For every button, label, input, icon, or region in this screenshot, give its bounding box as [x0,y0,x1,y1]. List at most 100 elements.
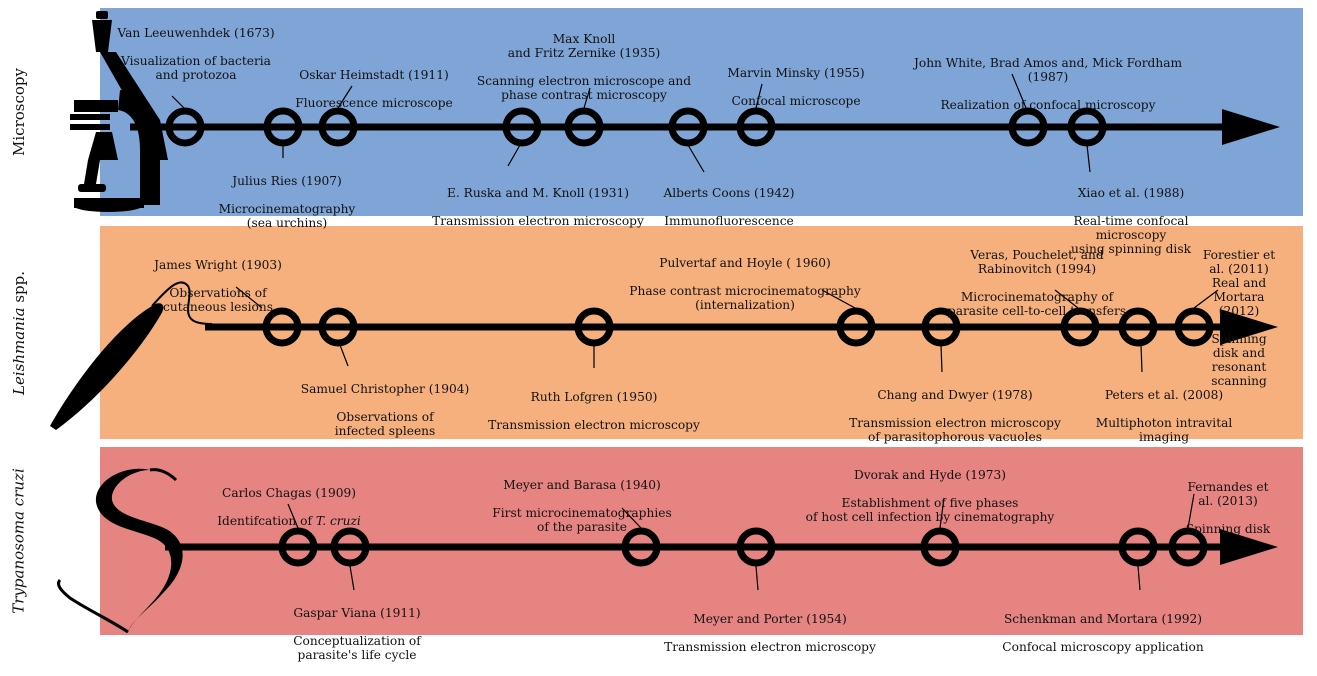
event-desc: Spinning disk and resonant scanning [1211,332,1267,388]
leishmania-connectors [235,286,1219,373]
event-label: Peters et al. (2008) Multiphoton intravi… [1096,374,1233,458]
event-marker [920,527,960,567]
event-marker [1067,107,1107,147]
event-marker [668,107,708,147]
event-title: Dvorak and Hyde (1973) [853,468,1007,482]
event-desc: Confocal microscopy application [1002,640,1204,654]
event-desc: Realization of confocal microscopy [940,98,1156,112]
event-label: Alberts Coons (1942) Immunofluorescence [663,172,794,242]
leishmania-arrowhead [1220,309,1278,345]
event-label: Pulvertaf and Hoyle ( 1960) Phase contra… [629,242,860,326]
event-desc: Multiphoton intravital imaging [1095,416,1233,444]
event-marker [330,527,370,567]
event-title: Max Knoll and Fritz Zernike (1935) [507,32,661,60]
event-desc: Establishment of five phases of host cel… [805,496,1055,524]
trypanosoma-icon [56,468,183,634]
trypanosoma-timeline [165,529,1278,565]
event-title: Meyer and Porter (1954) [693,612,847,626]
event-title: Marvin Minsky (1955) [727,66,865,80]
event-desc: Microcinematography of parasite cell-to-… [947,290,1127,318]
event-label: Ruth Lofgren (1950) Transmission electro… [488,376,700,446]
event-desc: Transmission electron microscopy [664,640,876,654]
event-marker [502,107,542,147]
leishmania-timeline [205,309,1278,345]
event-title: Carlos Chagas (1909) [222,486,356,500]
event-title: Fernandes et al. (2013) [1187,480,1269,508]
event-label: Carlos Chagas (1909) Identifcation of T.… [217,472,361,542]
event-label: Veras, Pouchelet, and Rabinovitch (1994)… [948,234,1126,332]
leishmania-markers [262,307,1214,347]
event-desc: Transmission electron microscopy [432,214,644,228]
microscopy-arrowhead [1222,109,1280,145]
event-desc: First microcinematographies of the paras… [492,506,672,534]
event-marker [1008,107,1048,147]
event-marker [1060,307,1100,347]
event-desc: Visualization of bacteria and protozoa [121,54,271,82]
event-title: John White, Brad Amos and, Mick Fordham … [913,56,1183,84]
event-desc: Conceptualization of parasite's life cyc… [293,634,421,662]
event-title: Samuel Christopher (1904) [300,382,470,396]
event-desc: Phase contrast microcinematography (inte… [629,284,861,312]
event-marker [574,307,614,347]
event-desc: Confocal microscope [731,94,861,108]
event-title: Forestier et al. (2011) Real and Mortara… [1202,248,1276,318]
event-desc: Microcinematography (sea urchins) [218,202,356,230]
event-label: Gaspar Viana (1911) Conceptualization of… [293,592,421,676]
event-title: Chang and Dwyer (1978) [877,388,1033,402]
event-label: E. Ruska and M. Knoll (1931) Transmissio… [432,172,644,242]
event-desc-prefix: Identifcation of [217,514,316,528]
event-marker [1174,307,1214,347]
event-label: Meyer and Porter (1954) Transmission ele… [664,598,876,668]
event-title: Julius Ries (1907) [232,174,342,188]
microscopy-band [100,8,1303,216]
event-marker [263,107,303,147]
trypanosoma-arrowhead [1220,529,1278,565]
event-title: Veras, Pouchelet, and Rabinovitch (1994) [970,248,1104,276]
event-title: E. Ruska and M. Knoll (1931) [447,186,629,200]
event-title: Schenkman and Mortara (1992) [1003,612,1203,626]
event-desc: Identifcation of T. cruzi [217,514,361,528]
event-title: Xiao et al. (1988) [1077,186,1185,200]
event-title: Meyer and Barasa (1940) [503,478,661,492]
event-title: Ruth Lofgren (1950) [530,390,658,404]
event-label: Xiao et al. (1988) Real-time confocal mi… [1038,172,1224,270]
event-marker [165,107,205,147]
event-marker [318,307,358,347]
event-title: Pulvertaf and Hoyle ( 1960) [659,256,831,270]
event-marker [736,107,776,147]
event-marker [262,307,302,347]
leishmania-icon [50,281,213,430]
event-desc: Spinning disk [1185,522,1271,536]
event-label: Julius Ries (1907) Microcinematography (… [219,160,356,244]
event-title: Peters et al. (2008) [1104,388,1224,402]
event-title: Gaspar Viana (1911) [293,606,421,620]
event-label: Schenkman and Mortara (1992) Confocal mi… [1002,598,1203,668]
event-label: Dvorak and Hyde (1973) Establishment of … [806,454,1055,538]
trypanosoma-connectors [287,493,1195,591]
event-desc: Real-time confocal microscopy using spin… [1071,214,1191,256]
event-desc: Fluorescence microscope [295,96,453,110]
event-marker [736,527,776,567]
event-marker [1118,527,1158,567]
event-desc: Observations of infected spleens [334,410,436,438]
timeline-graphics [50,11,1280,634]
event-desc: Transmission electron microscopy [488,418,700,432]
event-title: Van Leeuwenhdek (1673) [117,26,275,40]
event-desc: Scanning electron microscope and phase c… [476,74,692,102]
event-marker [318,107,358,147]
microscope-icon [70,11,168,212]
event-desc: Observations of cutaneous lesions [163,286,273,314]
event-label: Max Knoll and Fritz Zernike (1935) Scann… [477,18,691,116]
microscopy-connectors [171,73,1091,173]
event-label: Marvin Minsky (1955) Confocal microscope [727,52,864,122]
trypanosoma-band [100,447,1303,635]
event-label: James Wright (1903) Observations of cuta… [154,244,282,328]
event-marker [1168,527,1208,567]
trypanosoma-markers [278,527,1208,567]
event-title: Oskar Heimstadt (1911) [299,68,449,82]
event-label: Fernandes et al. (2013) Spinning disk [1184,466,1273,550]
microscopy-markers [165,107,1107,147]
event-marker [621,527,661,567]
event-title: Alberts Coons (1942) [663,186,795,200]
event-label: Forestier et al. (2011) Real and Mortara… [1200,234,1278,402]
